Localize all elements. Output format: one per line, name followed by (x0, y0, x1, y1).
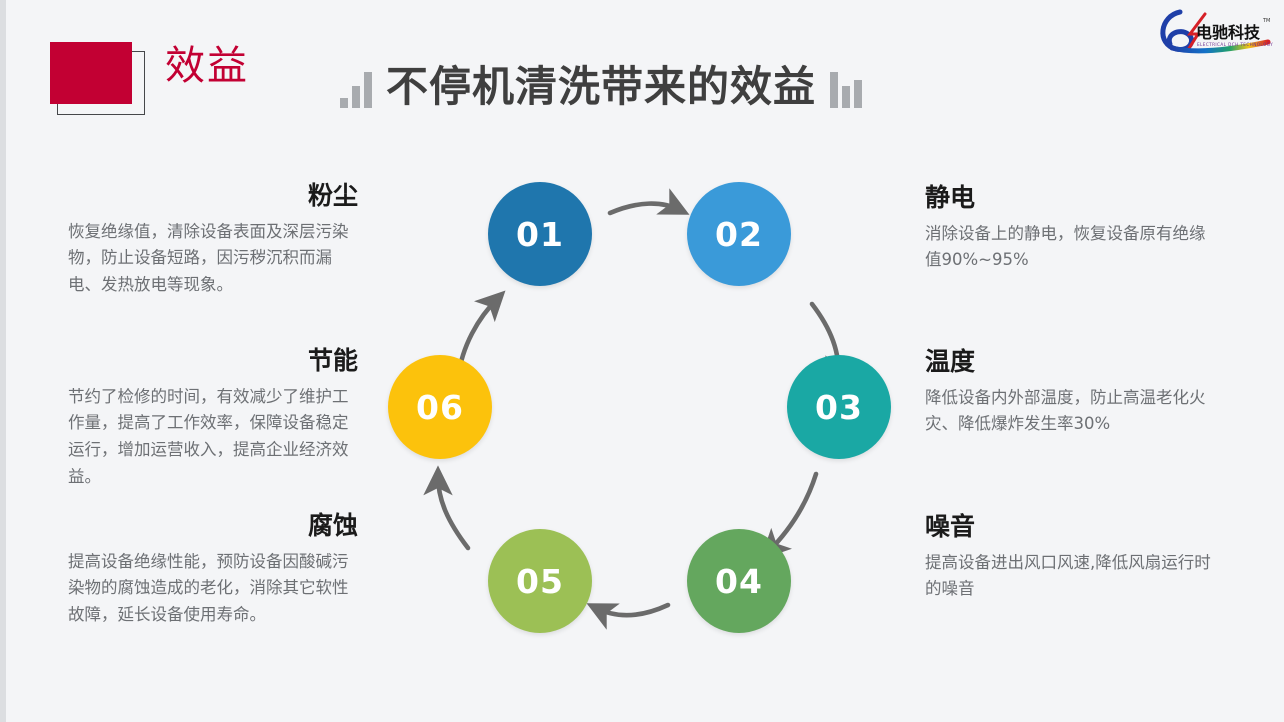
benefit-body-dust: 恢复绝缘值，清除设备表面及深层污染物，防止设备短路，因污秽沉积而漏电、发热放电等… (68, 221, 349, 294)
benefit-block-dust: 粉尘 恢复绝缘值，清除设备表面及深层污染物，防止设备短路，因污秽沉积而漏电、发热… (68, 182, 358, 299)
benefit-title-noise: 噪音 (925, 512, 976, 541)
company-logo: 电驰科技 ELECTRICAL DCH TECHNOLOGY TM (1150, 4, 1278, 60)
cycle-node-06[interactable]: 06 (388, 355, 492, 459)
cycle-diagram: 01 02 03 04 05 06 (380, 170, 900, 650)
cycle-node-06-number: 06 (416, 387, 464, 427)
page-title: 不停机清洗带来的效益 (386, 62, 817, 111)
cycle-node-01-number: 01 (516, 214, 564, 254)
benefit-body-static: 消除设备上的静电，恢复设备原有绝缘值90%~95% (925, 223, 1206, 270)
cycle-node-04-number: 04 (715, 561, 763, 601)
benefit-block-energy: 节能 节约了检修的时间，有效减少了维护工作量，提高了工作效率，保障设备稳定运行，… (68, 347, 358, 490)
benefit-body-corrosion: 提高设备绝缘性能，预防设备因酸碱污染物的腐蚀造成的老化，消除其它软性故障，延长设… (68, 551, 349, 624)
arrow-05-to-06 (423, 465, 471, 551)
svg-text:TM: TM (1262, 18, 1270, 24)
logo-artwork: 电驰科技 ELECTRICAL DCH TECHNOLOGY TM (1160, 9, 1273, 54)
benefit-title-corrosion: 腐蚀 (307, 511, 358, 540)
benefit-body-temperature: 降低设备内外部温度，防止高温老化火灾、降低爆炸发生率30% (925, 387, 1206, 434)
cycle-node-02-number: 02 (715, 214, 763, 254)
arrow-03-to-04 (760, 471, 819, 560)
svg-text:电驰科技: 电驰科技 (1196, 23, 1261, 42)
svg-text:ELECTRICAL DCH TECHNOLOGY: ELECTRICAL DCH TECHNOLOGY (1197, 42, 1273, 47)
benefit-block-static: 静电 消除设备上的静电，恢复设备原有绝缘值90%~95% (925, 184, 1215, 274)
left-edge-strip (0, 0, 6, 722)
benefit-title-static: 静电 (925, 183, 976, 212)
badge-filled-square (50, 42, 132, 104)
cycle-node-02[interactable]: 02 (687, 182, 791, 286)
cycle-node-04[interactable]: 04 (687, 529, 791, 633)
cycle-node-03-number: 03 (815, 387, 863, 427)
section-badge (50, 42, 146, 116)
bar-chart-ornament-left (340, 68, 372, 108)
bar-chart-ornament-right (830, 68, 863, 108)
benefit-title-energy: 节能 (307, 346, 358, 375)
benefit-body-energy: 节约了检修的时间，有效减少了维护工作量，提高了工作效率，保障设备稳定运行，增加运… (68, 386, 349, 486)
arrow-01-to-02 (607, 188, 690, 216)
benefit-title-temperature: 温度 (925, 347, 976, 376)
cycle-node-05-number: 05 (516, 561, 564, 601)
benefit-body-noise: 提高设备进出风口风速,降低风扇运行时的噪音 (925, 552, 1211, 599)
cycle-node-05[interactable]: 05 (488, 529, 592, 633)
section-badge-label: 效益 (165, 43, 249, 89)
cycle-node-03[interactable]: 03 (787, 355, 891, 459)
benefit-block-corrosion: 腐蚀 提高设备绝缘性能，预防设备因酸碱污染物的腐蚀造成的老化，消除其它软性故障，… (68, 512, 358, 629)
benefit-block-noise: 噪音 提高设备进出风口风速,降低风扇运行时的噪音 (925, 513, 1215, 603)
page-title-row: 不停机清洗带来的效益 (340, 62, 863, 111)
arrow-04-to-05 (586, 602, 671, 630)
benefit-title-dust: 粉尘 (307, 181, 358, 210)
cycle-node-01[interactable]: 01 (488, 182, 592, 286)
benefit-block-temperature: 温度 降低设备内外部温度，防止高温老化火灾、降低爆炸发生率30% (925, 348, 1215, 438)
